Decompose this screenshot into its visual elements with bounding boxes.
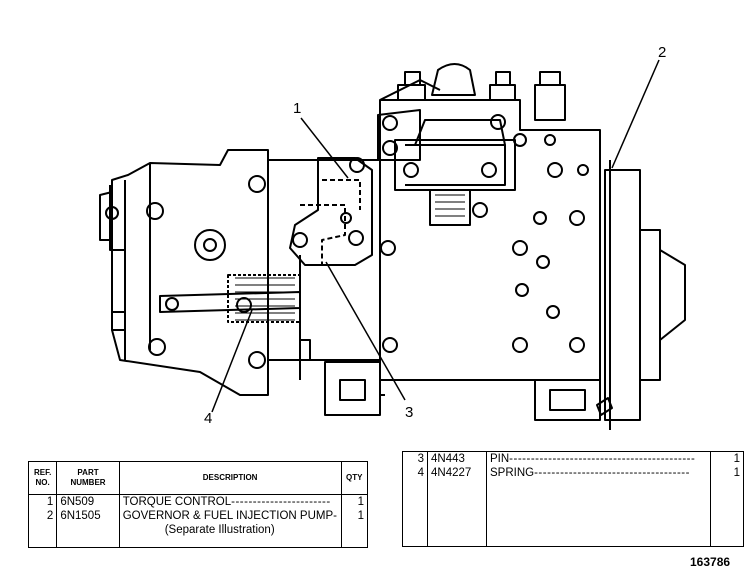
qty-header: QTY [340, 461, 368, 495]
callout-4: 4 [204, 410, 213, 427]
callout-2: 2 [658, 44, 667, 61]
description: GOVERNOR & FUEL INJECTION PUMP [122, 510, 334, 522]
description: TORQUE CONTROL [122, 496, 232, 508]
image-number: 163786 [690, 555, 731, 569]
part-column: 4N443 4N4227 [427, 451, 487, 547]
description-line: GOVERNOR & FUEL INJECTION PUMP- [123, 509, 338, 523]
part-number-header: PART NUMBER [56, 461, 120, 495]
parts-table-left: REF. NO. PART NUMBER DESCRIPTION QTY 1 2… [27, 461, 368, 548]
ref-column: 1 2 [27, 494, 58, 548]
qty: 1 [733, 453, 740, 465]
qty-column: 1 1 [340, 494, 368, 548]
qty-column: 1 1 [710, 451, 744, 547]
leader-dots: - [333, 510, 338, 522]
injection-pump-body [324, 63, 686, 430]
part-number: 4N443 [431, 453, 465, 465]
leader-lines [211, 59, 660, 413]
callout-1: 1 [293, 100, 302, 117]
description-line: SPRING----------------------------------… [490, 466, 707, 480]
table-header-row: REF. NO. PART NUMBER DESCRIPTION QTY [27, 461, 368, 495]
description: SPRING [490, 467, 535, 479]
callout-3: 3 [405, 404, 414, 421]
part-number: 6N509 [60, 496, 95, 508]
torque-control [227, 157, 381, 380]
qty: 1 [357, 496, 364, 508]
description-column: PIN-------------------------------------… [486, 451, 711, 547]
ref-no-header: REF. NO. [27, 461, 58, 495]
ref-column: 3 4 [402, 451, 428, 547]
ref-no: 4 [417, 467, 424, 479]
ref-no: 2 [46, 510, 54, 522]
description-line: TORQUE CONTROL----------------------- [123, 495, 338, 509]
qty: 1 [733, 467, 740, 479]
table-row: 1 2 6N509 6N1505 TORQUE CONTROL---------… [27, 494, 368, 548]
parts-table-right: 3 4 4N443 4N4227 PIN--------------------… [402, 451, 744, 547]
table-row: 3 4 4N443 4N4227 PIN--------------------… [402, 451, 744, 547]
part-column: 6N509 6N1505 [56, 494, 120, 548]
description-line: PIN-------------------------------------… [490, 452, 707, 466]
ref-no: 1 [46, 496, 54, 508]
governor-housing [99, 149, 301, 396]
leader-dots: ------------------------------------ [534, 467, 690, 479]
pump-assembly-drawing [99, 59, 686, 430]
part-number: 4N4227 [431, 467, 472, 479]
description-column: TORQUE CONTROL----------------------- GO… [118, 494, 342, 548]
part-number: 6N1505 [60, 510, 101, 522]
description-header: DESCRIPTION [118, 461, 342, 495]
qty: 1 [357, 510, 364, 522]
leader-dots: ----------------------------------------… [509, 453, 696, 465]
description: PIN [490, 453, 510, 465]
description-note: (Separate Illustration) [164, 524, 275, 536]
ref-no: 3 [417, 453, 424, 465]
leader-dots: ----------------------- [231, 496, 331, 508]
